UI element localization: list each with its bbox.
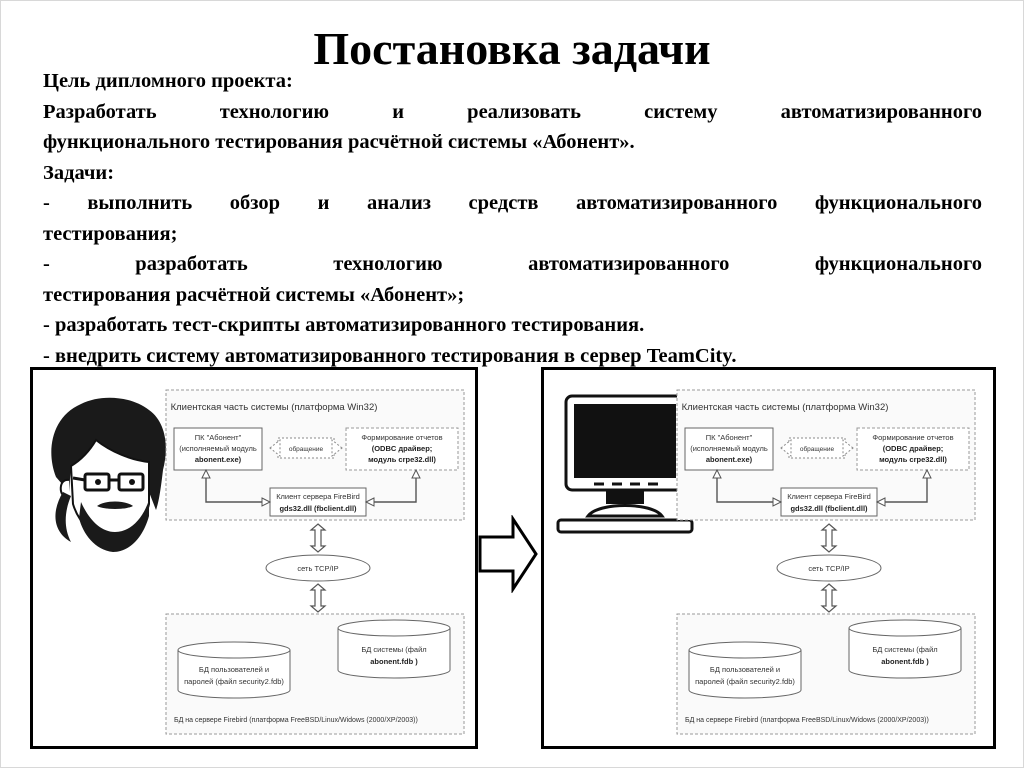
reports-label: Формирование отчетов <box>361 433 442 442</box>
goal-line-1: Разработать технологию и реализовать сис… <box>43 100 982 123</box>
users-db-cylinder <box>688 641 802 699</box>
slide-title: Постановка задачи <box>313 23 711 74</box>
task-2-line-1: - разработать технологию автоматизирован… <box>43 253 982 275</box>
call-label: обращение <box>800 445 835 453</box>
reports-box <box>345 427 459 471</box>
slide-body: Цель дипломного проекта: Разработать тех… <box>43 66 982 371</box>
pc-abonent-label: ПК "Абонент" <box>706 433 753 442</box>
system-db-label: abonent.fdb ) <box>881 657 929 666</box>
reports-label: модуль crpe32.dll) <box>879 455 947 464</box>
network-label: сеть TCP/IP <box>808 564 849 573</box>
pc-abonent-label: (исполняемый модуль <box>690 444 768 453</box>
connector-arrow <box>205 474 264 503</box>
server-caption: БД на сервере Firebird (платформа FreeBS… <box>685 717 929 724</box>
call-arrow-right-icon <box>331 438 343 458</box>
firebird-client-label: Клиент сервера FireBird <box>276 492 360 501</box>
tester-head-icon <box>51 397 166 552</box>
firebird-client-box <box>780 487 878 517</box>
task-4: - внедрить систему автоматизированного т… <box>43 344 737 367</box>
system-db-cylinder <box>848 619 962 679</box>
arrow-head-icon <box>922 468 932 479</box>
task-3: - разработать тест-скрипты автоматизиров… <box>43 314 645 336</box>
double-arrow-icon <box>309 583 327 613</box>
client-part-title: Клиентская часть системы (платформа Win3… <box>171 402 378 413</box>
tasks-heading: Задачи: <box>43 161 115 184</box>
call-label: обращение <box>289 445 324 453</box>
system-db-label: БД системы (файл <box>872 645 937 654</box>
network-label: сеть TCP/IP <box>297 564 338 573</box>
architecture-diagram: Клиентская часть системы (платформа Win3… <box>165 389 465 735</box>
goal-heading: Цель дипломного проекта: <box>43 70 293 92</box>
automated-testing-panel: Клиентская часть системы (платформа Win3… <box>541 367 996 749</box>
arrow-head-icon <box>261 497 272 507</box>
transition-arrow-icon <box>478 515 538 593</box>
arrow-head-icon <box>712 468 722 479</box>
system-db-label: БД системы (файл <box>361 645 426 654</box>
firebird-client-label: gds32.dll (fbclient.dll) <box>279 504 357 513</box>
reports-label: (ODBC драйвер; <box>883 444 944 453</box>
call-arrow-left-icon <box>780 438 792 458</box>
automated-testing-scheme: Клиентская часть системы (платформа Win3… <box>556 389 976 735</box>
reports-label: Формирование отчетов <box>872 433 953 442</box>
reports-box <box>856 427 970 471</box>
double-arrow-icon <box>820 583 838 613</box>
connector-arrow <box>716 474 775 503</box>
arrow-head-icon <box>875 497 886 507</box>
firebird-client-label: gds32.dll (fbclient.dll) <box>790 504 868 513</box>
connector-arrow <box>372 474 417 503</box>
pc-abonent-label: (исполняемый модуль <box>179 444 257 453</box>
users-db-label: БД пользователей и <box>199 665 269 674</box>
pc-abonent-label: ПК "Абонент" <box>195 433 242 442</box>
reports-label: модуль crpe32.dll) <box>368 455 436 464</box>
call-arrow-left-icon <box>269 438 281 458</box>
arrow-head-icon <box>201 468 211 479</box>
connector-arrow <box>883 474 928 503</box>
task-1-line-1: - выполнить обзор и анализ средств автом… <box>43 192 982 214</box>
users-db-label: паролей (файл security2.fdb) <box>695 677 795 686</box>
double-arrow-icon <box>820 523 838 553</box>
reports-label: (ODBC драйвер; <box>372 444 433 453</box>
client-part-title: Клиентская часть системы (платформа Win3… <box>682 402 889 413</box>
network-node <box>265 554 371 582</box>
users-db-label: паролей (файл security2.fdb) <box>184 677 284 686</box>
arrow-head-icon <box>411 468 421 479</box>
pc-abonent-box <box>173 427 263 471</box>
double-arrow-icon <box>309 523 327 553</box>
task-2-line-2: тестирования расчётной системы «Абонент»… <box>43 283 465 306</box>
goal-line-2: функционального тестирования расчётной с… <box>43 131 635 153</box>
manual-testing-scheme: Клиентская часть системы (платформа Win3… <box>51 389 465 735</box>
users-db-label: БД пользователей и <box>710 665 780 674</box>
pc-abonent-label: abonent.exe) <box>195 455 242 464</box>
arrow-head-icon <box>364 497 375 507</box>
pc-abonent-box <box>684 427 774 471</box>
server-caption: БД на сервере Firebird (платформа FreeBS… <box>174 717 418 724</box>
call-arrow-right-icon <box>842 438 854 458</box>
users-db-cylinder <box>177 641 291 699</box>
task-1-line-2: тестирования; <box>43 222 178 245</box>
system-db-cylinder <box>337 619 451 679</box>
system-db-label: abonent.fdb ) <box>370 657 418 666</box>
architecture-diagram: Клиентская часть системы (платформа Win3… <box>676 389 976 735</box>
firebird-client-label: Клиент сервера FireBird <box>787 492 871 501</box>
pc-abonent-label: abonent.exe) <box>706 455 753 464</box>
arrow-head-icon <box>772 497 783 507</box>
network-node <box>776 554 882 582</box>
computer-monitor-icon <box>556 394 694 534</box>
manual-testing-panel: Клиентская часть системы (платформа Win3… <box>30 367 478 749</box>
